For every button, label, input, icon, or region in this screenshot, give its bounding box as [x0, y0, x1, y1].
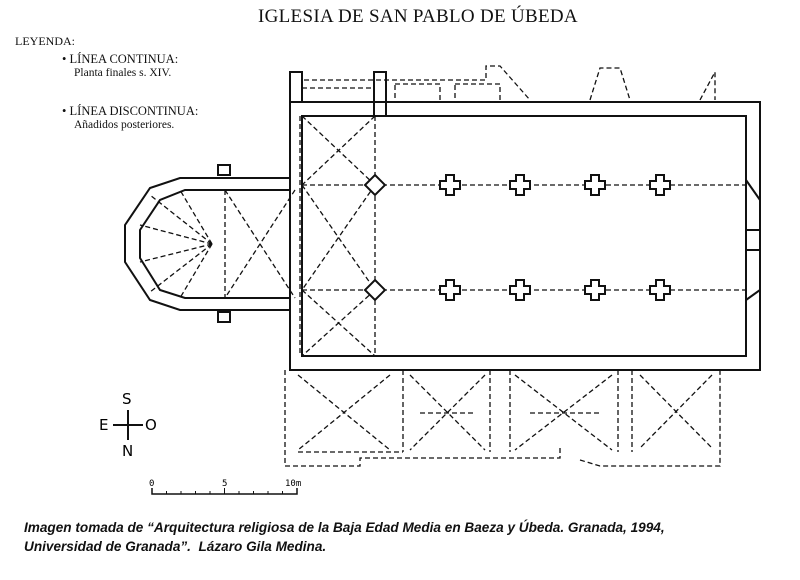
image-caption: Imagen tomada de “Arquitectura religiosa… [24, 520, 665, 554]
pier [439, 174, 461, 196]
legend-item-dashed: • LÍNEA DISCONTINUA: Añadidos posteriore… [62, 104, 198, 131]
compass-e: E [99, 416, 108, 434]
pier [584, 279, 606, 301]
legend-label: • LÍNEA DISCONTINUA: [62, 104, 199, 118]
compass-n: N [122, 442, 133, 460]
scale-bar: 0 5 10m [149, 479, 301, 495]
piers [363, 173, 671, 302]
legend-item-solid: • LÍNEA CONTINUA: Planta finales s. XIV. [62, 52, 178, 79]
original-walls [124, 71, 761, 371]
later-additions [284, 65, 721, 467]
plan-title: IGLESIA DE SAN PABLO DE ÚBEDA [258, 6, 578, 27]
pier [584, 174, 606, 196]
legend-label-text: LÍNEA CONTINUA: [69, 52, 179, 66]
pier [509, 174, 531, 196]
pier [439, 279, 461, 301]
scale-mid: 5 [222, 479, 227, 489]
nave-vaults [139, 115, 746, 357]
pier [649, 279, 671, 301]
compass-s: S [122, 390, 132, 408]
pier [649, 174, 671, 196]
compass-o: O [145, 416, 157, 434]
legend-desc: Planta finales s. XIV. [74, 67, 172, 79]
scale-end: 10m [285, 479, 301, 489]
legend-label: • LÍNEA CONTINUA: [62, 52, 179, 66]
legend-heading: LEYENDA: [15, 34, 75, 48]
legend-label-text: LÍNEA DISCONTINUA: [69, 104, 199, 118]
legend-desc: Añadidos posteriores. [74, 119, 175, 131]
scale-start: 0 [149, 479, 154, 489]
pier [509, 279, 531, 301]
compass: S E O N [99, 390, 157, 460]
